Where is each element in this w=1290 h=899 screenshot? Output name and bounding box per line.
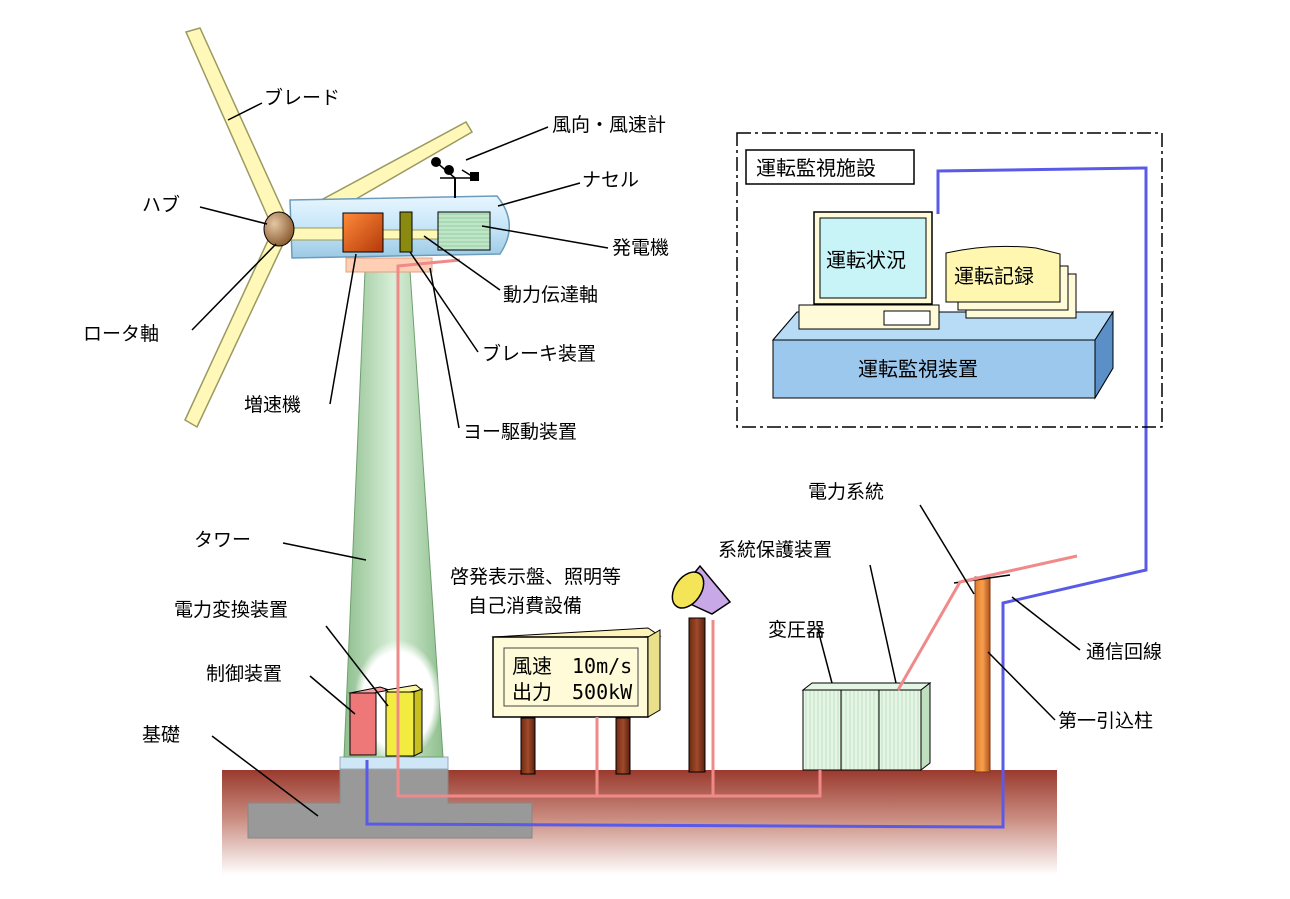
label-hub: ハブ bbox=[142, 193, 180, 216]
status-screen-label: 運転状況 bbox=[826, 248, 906, 272]
brake bbox=[399, 211, 413, 253]
gearbox bbox=[342, 212, 384, 253]
label-foundation: 基礎 bbox=[142, 724, 180, 746]
hub bbox=[263, 211, 295, 247]
leader-lines bbox=[191, 102, 1081, 817]
label-generator: 発電機 bbox=[612, 237, 669, 259]
label-grid-protection: 系統保護装置 bbox=[718, 539, 832, 561]
transformer bbox=[801, 681, 932, 772]
generator bbox=[437, 211, 491, 251]
foundation-block bbox=[247, 766, 533, 839]
monitoring-desk bbox=[771, 310, 1114, 400]
label-anemometer: 風向・風速計 bbox=[552, 114, 666, 136]
power-converter-cabinet bbox=[384, 684, 424, 757]
comm-cable bbox=[365, 166, 1148, 829]
records-stack bbox=[945, 245, 1077, 319]
label-self-consumption-2: 自己消費設備 bbox=[468, 595, 582, 617]
label-gearbox: 増速機 bbox=[244, 394, 301, 416]
label-transformer: 変圧器 bbox=[768, 619, 825, 641]
power-cable bbox=[396, 258, 1078, 798]
anemometer-icon bbox=[431, 157, 479, 198]
label-controller: 制御装置 bbox=[206, 663, 282, 685]
label-power-grid: 電力系統 bbox=[808, 481, 884, 503]
label-tower: タワー bbox=[194, 529, 251, 551]
label-yaw-drive: ヨー駆動装置 bbox=[463, 421, 577, 443]
label-drive-shaft: 動力伝達軸 bbox=[503, 284, 598, 306]
label-nacelle: ナセル bbox=[582, 169, 639, 191]
label-blade: ブレード bbox=[264, 86, 340, 109]
display-row1-value: 10m/s bbox=[572, 654, 632, 678]
label-rotor-shaft: ロータ軸 bbox=[83, 323, 159, 345]
lighting-lamp bbox=[671, 564, 732, 773]
yaw-bearing bbox=[345, 257, 433, 273]
label-service-pole: 第一引込柱 bbox=[1058, 710, 1153, 732]
monitor-screen bbox=[798, 211, 940, 330]
records-label: 運転記録 bbox=[954, 264, 1034, 288]
facility-title: 運転監視施設 bbox=[756, 156, 876, 180]
controller-cabinet bbox=[348, 686, 391, 756]
monitoring-device-label: 運転監視装置 bbox=[858, 357, 978, 381]
label-brake: ブレーキ装置 bbox=[482, 342, 596, 365]
label-self-consumption-1: 啓発表示盤、照明等 bbox=[450, 566, 621, 588]
rotor-shaft bbox=[289, 227, 347, 241]
monitoring-facility-boundary bbox=[736, 132, 1163, 428]
display-row1-label: 風速 bbox=[512, 654, 552, 678]
label-power-converter: 電力変換装置 bbox=[174, 599, 288, 621]
display-row2-label: 出力 bbox=[512, 680, 552, 704]
blade-upper-left bbox=[184, 27, 286, 224]
facility-title-box bbox=[745, 149, 915, 185]
display-row2-value: 500kW bbox=[572, 680, 633, 704]
label-comm-line: 通信回線 bbox=[1086, 641, 1162, 663]
display-board bbox=[491, 627, 662, 775]
service-pole bbox=[974, 576, 991, 773]
